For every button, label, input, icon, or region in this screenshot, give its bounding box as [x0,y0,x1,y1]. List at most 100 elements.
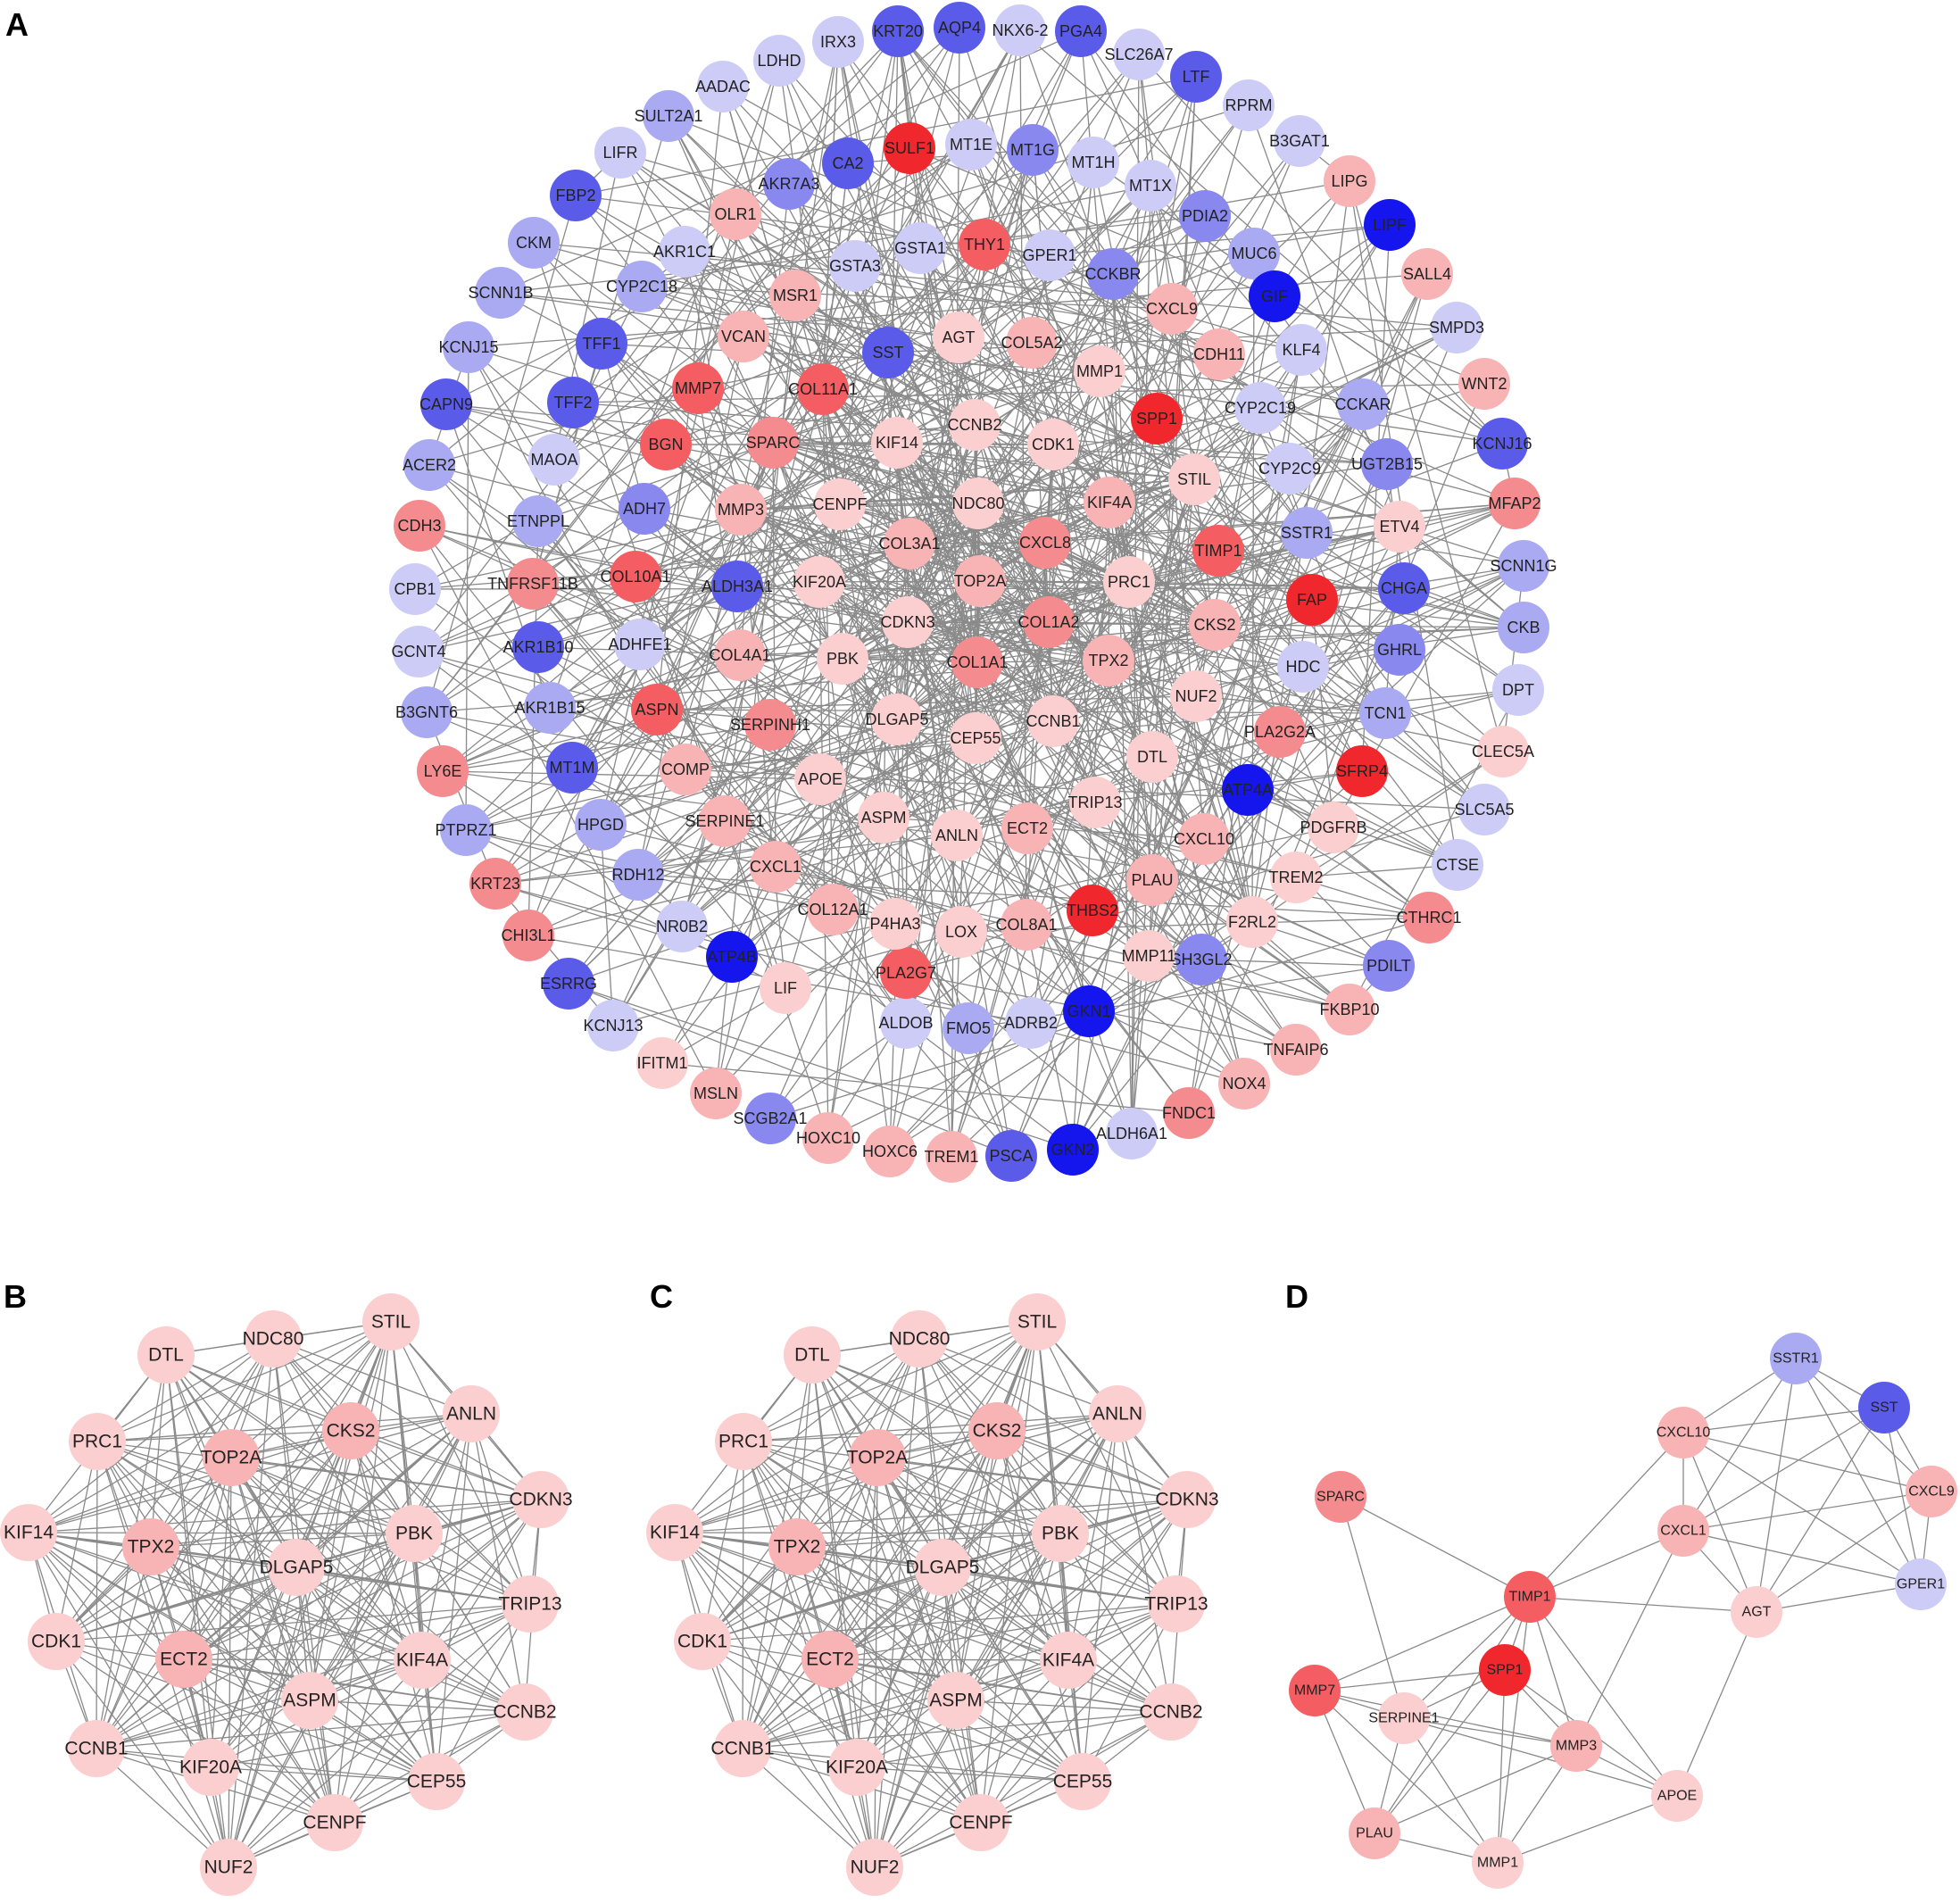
network-edge [28,1532,212,1768]
node-circle [1315,1471,1366,1523]
network-edge [874,1457,878,1868]
node-circle [1125,160,1176,212]
network-edge [951,104,1250,1158]
node-circle [858,792,909,843]
b-node-cks2: CKS2 [322,1402,379,1459]
node-circle [769,270,821,321]
network-edge [674,1532,1069,1661]
node-label: KIF20A [826,1758,888,1778]
node-circle [1274,115,1325,167]
network-edge [977,503,1109,661]
a-node-esrrg: ESRRG [540,958,597,1010]
network-edge [811,1354,998,1432]
network-edge [794,295,1219,552]
node-label: ALDH6A1 [1096,1125,1167,1143]
network-edge [974,424,1216,626]
network-edge [796,1533,1061,1548]
network-edge [442,724,771,772]
a-node-cdkn3: CDKN3 [880,596,935,648]
node-circle [1047,1124,1099,1176]
a-node-mt1g: MT1G [1007,124,1059,176]
a-node-kcnj13: KCNJ13 [583,1000,644,1051]
node-circle [640,419,692,470]
network-edge [230,1457,542,1500]
network-edge [465,829,639,876]
node-label: SERPINE1 [1368,1711,1439,1726]
node-label: PDILT [1366,957,1411,975]
a-node-msln: MSLN [690,1068,742,1119]
network-edge [183,1430,352,1660]
node-label: AKR1B10 [502,638,573,656]
node-label: CXCL10 [1174,830,1234,848]
a-node-hdc: HDC [1277,641,1329,693]
node-label: CDKN3 [509,1490,572,1510]
network-edge [612,879,1153,1026]
network-edge [568,580,981,985]
network-edge [684,251,1302,351]
network-edge [465,649,1400,831]
node-label: AKR7A3 [758,175,819,193]
node-label: FMO5 [946,1019,991,1037]
network-edge [1575,1530,1684,1747]
node-label: FAP [1297,591,1327,609]
node-circle [812,16,864,68]
node-label: TCN1 [1364,704,1406,722]
node-circle [1170,51,1222,103]
node-circle [1001,802,1053,854]
node-label: P4HA3 [869,915,920,933]
network-edge [656,695,1197,711]
node-label: MMP1 [1076,362,1123,380]
node-circle [1019,517,1071,569]
network-edge [955,1533,1061,1701]
node-circle [1479,1644,1531,1696]
network-edge [685,41,839,770]
network-edge [28,1532,229,1868]
network-edge [600,54,1140,826]
a-node-lox: LOX [935,906,987,958]
node-label: ADHFE1 [608,636,671,653]
node-label: DTL [794,1345,830,1366]
node-label: ASPM [929,1691,983,1711]
node-circle [1007,124,1059,176]
d-node-plau: PLAU [1349,1807,1400,1859]
node-circle [718,311,769,362]
network-edge [1682,1491,1932,1532]
network-edge [942,1413,1118,1568]
node-label: STIL [371,1312,411,1333]
network-edge [681,403,1364,927]
network-edge [1044,542,1363,772]
node-label: CDKN3 [1155,1490,1218,1510]
node-label: PRC1 [718,1432,768,1452]
network-edge [742,1499,1188,1749]
node-label: CYP2C9 [1258,460,1321,478]
a-node-cthrc1: CTHRC1 [1396,892,1462,943]
network-edge [1682,1530,1922,1585]
node-circle [715,484,767,536]
node-circle [1001,899,1052,951]
node-circle [1289,1665,1341,1716]
node-label: MFAP2 [1488,494,1541,512]
d-node-mmp7: MMP7 [1289,1665,1341,1716]
network-edge [909,147,1485,385]
node-circle [496,1683,553,1741]
node-label: CTHRC1 [1396,909,1461,927]
network-edge [842,581,1130,660]
node-label: TIMP1 [1194,542,1242,560]
a-node-pdilt: PDILT [1363,940,1415,992]
a-node-ect2: ECT2 [1001,802,1053,854]
network-edge [1314,1669,1506,1691]
network-edge [740,509,976,739]
node-circle [281,1672,338,1729]
node-circle [710,188,761,240]
c-node-tpx2: TPX2 [768,1518,826,1575]
node-label: MSR1 [773,287,818,304]
network-edge [228,1566,297,1868]
network-edge [1193,383,1485,480]
network-edge [1682,1358,1797,1532]
node-circle [646,1504,703,1561]
node-circle [1337,378,1389,430]
a-node-mt1m: MT1M [546,742,598,794]
node-circle [362,1293,419,1350]
network-edge [896,581,1130,720]
node-circle [1222,764,1274,816]
